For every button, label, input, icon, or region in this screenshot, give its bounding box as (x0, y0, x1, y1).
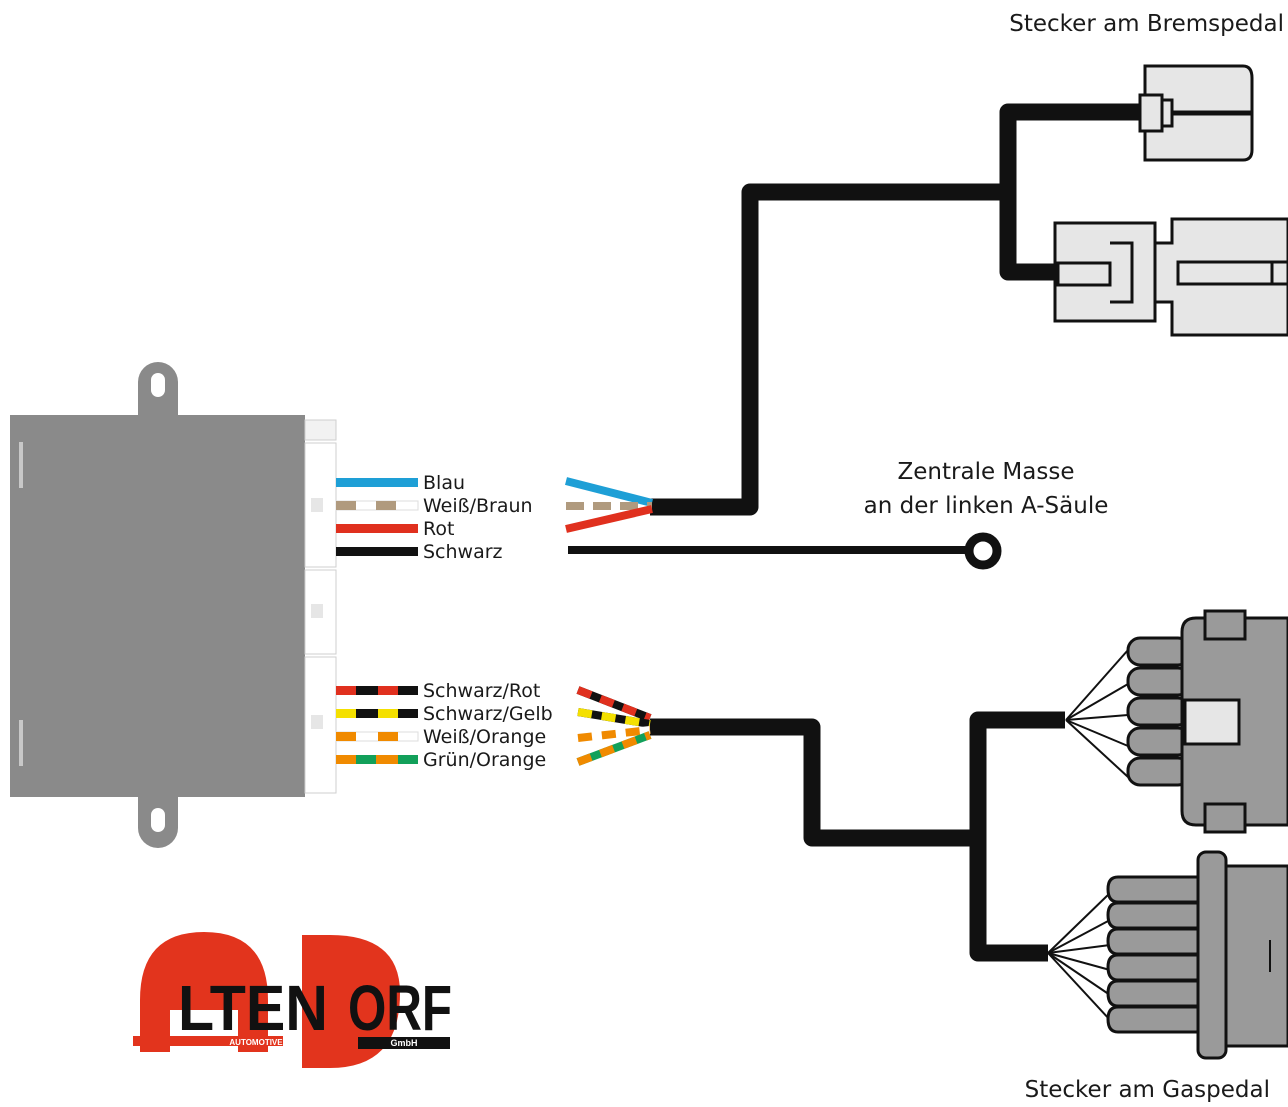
top-wire-stubs (335, 478, 419, 556)
svg-text:ORF: ORF (348, 972, 452, 1044)
stub-blau (336, 478, 418, 487)
stub-weiss-orange (336, 732, 398, 741)
control-module (10, 362, 337, 848)
cable-brake-lower (999, 192, 1060, 281)
stub-rot (336, 524, 418, 533)
label-gruen-orange: Grün/Orange (423, 749, 546, 771)
label-weiss-braun: Weiß/Braun (423, 495, 533, 517)
fan-wires-lower (1047, 892, 1111, 1021)
splay-blau (565, 477, 653, 507)
module-plug-top (304, 419, 337, 441)
label-schwarz-gelb: Schwarz/Gelb (423, 703, 553, 725)
label-rot: Rot (423, 518, 454, 540)
label-schwarz: Schwarz (423, 541, 503, 563)
bottom-wire-labels: Schwarz/Rot Schwarz/Gelb Weiß/Orange Grü… (423, 680, 553, 771)
logo-automotive: AUTOMOTIVE (229, 1038, 283, 1047)
cable-brake-upper (650, 103, 1140, 516)
cable-gas-lower (969, 838, 1048, 962)
stub-gruen-orange (356, 755, 418, 764)
label-weiss-orange: Weiß/Orange (423, 726, 546, 748)
ground-ring-terminal (964, 532, 1002, 570)
top-wire-labels: Blau Weiß/Braun Rot Schwarz (423, 472, 533, 563)
label-gas-connector: Stecker am Gaspedal (1025, 1077, 1270, 1103)
cable-brake-harness (650, 103, 1140, 516)
brake-connector-small (1138, 64, 1254, 162)
splay-rot (565, 505, 653, 533)
label-schwarz-rot: Schwarz/Rot (423, 680, 540, 702)
label-ground-line1: Zentrale Masse (898, 459, 1075, 485)
svg-text:LTEN: LTEN (178, 972, 328, 1044)
splay-schwarz-gelb (577, 708, 651, 728)
bottom-wire-splay (576, 686, 652, 766)
cable-gas-upper (650, 711, 1065, 847)
stub-schwarz-rot (336, 686, 398, 695)
stub-weiss-braun (336, 501, 396, 510)
cable-gas-harness (650, 711, 1065, 962)
label-blau: Blau (423, 472, 465, 494)
module-body (10, 415, 305, 797)
gas-connector-lower (1106, 850, 1288, 1060)
splay-weiss-orange (577, 726, 651, 742)
label-brake-connector: Stecker am Bremspedal (1009, 11, 1284, 37)
stub-schwarz-gelb (336, 709, 398, 718)
altendorf-logo: LTEN ORF GmbH AUTOMOTIVE (133, 932, 452, 1068)
top-wire-splay (565, 477, 653, 533)
bottom-wire-stubs (335, 686, 419, 764)
logo-gmbh: GmbH (391, 1038, 418, 1048)
splay-schwarz-rot (576, 686, 652, 722)
gas-connector-upper (1126, 609, 1288, 834)
splay-gruen-orange (576, 731, 652, 766)
fan-wires-upper (1065, 649, 1129, 778)
label-ground-line2: an der linken A-Säule (864, 493, 1109, 519)
brake-connector-large (1053, 217, 1288, 337)
stub-schwarz (336, 547, 418, 556)
